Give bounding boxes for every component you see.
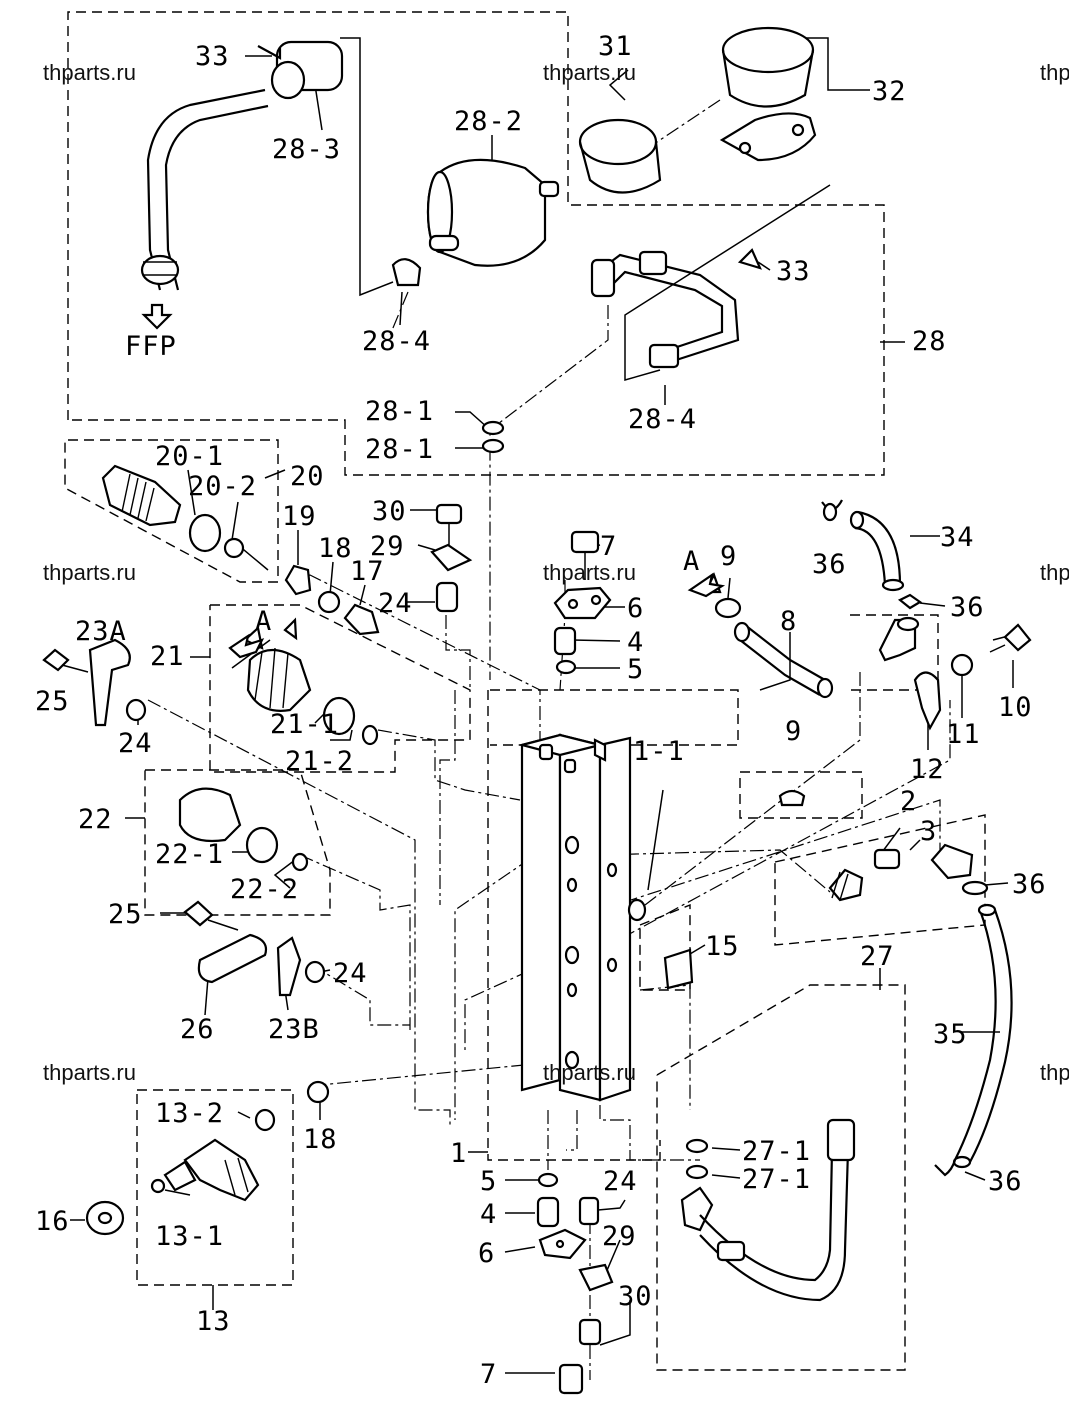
part-label: 10 (998, 692, 1033, 723)
part-label: 1-1 (633, 736, 685, 767)
part-label: 22 (78, 804, 113, 835)
part-label: 5 (627, 654, 644, 685)
part-label: 16 (35, 1206, 70, 1237)
part-label: 17 (350, 556, 385, 587)
part-labels: 33 28-3 28-2 FFP 28-4 31 32 33 28 28-4 2… (35, 31, 1047, 1390)
watermark: thp (1040, 1060, 1069, 1085)
part-label: 36 (950, 592, 985, 623)
part-label: 20 (290, 461, 325, 492)
part-label: 21-1 (270, 709, 339, 740)
part-label: 28-1 (365, 434, 434, 465)
part-label: 4 (627, 627, 644, 658)
part-drawings (42, 26, 1032, 1395)
part-label: 6 (627, 593, 644, 624)
part-label: 13-1 (155, 1221, 224, 1252)
part-label: 5 (480, 1166, 497, 1197)
part-label: 28-2 (454, 106, 523, 137)
part-label: 21-2 (285, 746, 354, 777)
part-label: 28-4 (362, 326, 431, 357)
part-label: 8 (780, 606, 797, 637)
part-label: 18 (303, 1124, 338, 1155)
part-label: 30 (618, 1281, 653, 1312)
part-label: 29 (370, 531, 405, 562)
watermarks: thparts.ru thparts.ru thparts.ru thparts… (43, 60, 1069, 1085)
part-label: 9 (785, 716, 802, 747)
part-label: 15 (705, 931, 740, 962)
view-marker-label: A (683, 546, 700, 577)
part-label: 25 (35, 686, 70, 717)
part-label: 34 (940, 522, 975, 553)
part-label: 4 (480, 1199, 497, 1230)
part-label: 28-3 (272, 134, 341, 165)
part-label: 13 (196, 1306, 231, 1337)
part-label: 22-1 (155, 839, 224, 870)
part-label: 13-2 (155, 1098, 224, 1129)
watermark: thparts.ru (543, 560, 636, 585)
part-label: 30 (372, 496, 407, 527)
part-label: 7 (600, 531, 617, 562)
part-label: 36 (1012, 869, 1047, 900)
centre-lines (147, 99, 951, 1380)
part-label: 36 (812, 549, 847, 580)
part-label: 24 (603, 1166, 638, 1197)
watermark: thp (1040, 60, 1069, 85)
watermark: thparts.ru (543, 1060, 636, 1085)
part-label: 22-2 (230, 874, 299, 905)
part-label: 29 (602, 1221, 637, 1252)
part-label: 24 (118, 728, 153, 759)
part-label: 23A (75, 616, 127, 647)
part-label: 2 (900, 786, 917, 817)
part-label: 28-1 (365, 396, 434, 427)
part-label: 3 (920, 816, 937, 847)
watermark: thparts.ru (43, 560, 136, 585)
part-label: 28-4 (628, 404, 697, 435)
part-label: 9 (720, 541, 737, 572)
watermark: thparts.ru (43, 1060, 136, 1085)
part-label: 19 (282, 501, 317, 532)
view-arrow-icon (687, 572, 726, 598)
watermark: thp (1040, 560, 1069, 585)
part-label: 6 (478, 1238, 495, 1269)
part-label: 33 (195, 41, 230, 72)
part-label: 12 (910, 754, 945, 785)
part-label: 21 (150, 641, 185, 672)
part-label: 1 (450, 1138, 467, 1169)
part-label: 20-1 (155, 441, 224, 472)
part-label: 20-2 (188, 471, 257, 502)
fuel-direction-label: FFP (125, 331, 177, 362)
part-label: 28 (912, 326, 947, 357)
part-label: 32 (872, 76, 907, 107)
view-arrows (228, 572, 726, 659)
part-label: 24 (378, 588, 413, 619)
part-label: 26 (180, 1014, 215, 1045)
part-label: 27 (860, 941, 895, 972)
part-label: 35 (933, 1019, 968, 1050)
part-label: 27-1 (742, 1164, 811, 1195)
part-label: 18 (318, 533, 353, 564)
part-label: 27-1 (742, 1136, 811, 1167)
part-label: 24 (333, 958, 368, 989)
watermark: thparts.ru (543, 60, 636, 85)
part-label: 7 (480, 1359, 497, 1390)
part-label: 36 (988, 1166, 1023, 1197)
watermark: thparts.ru (43, 60, 136, 85)
part-label: 33 (776, 256, 811, 287)
view-arrow-icon (228, 633, 265, 659)
part-label: 31 (598, 31, 633, 62)
part-label: 23B (268, 1014, 320, 1045)
part-label: 11 (946, 719, 981, 750)
view-marker-label: A (255, 606, 272, 637)
part-label: 25 (108, 899, 143, 930)
